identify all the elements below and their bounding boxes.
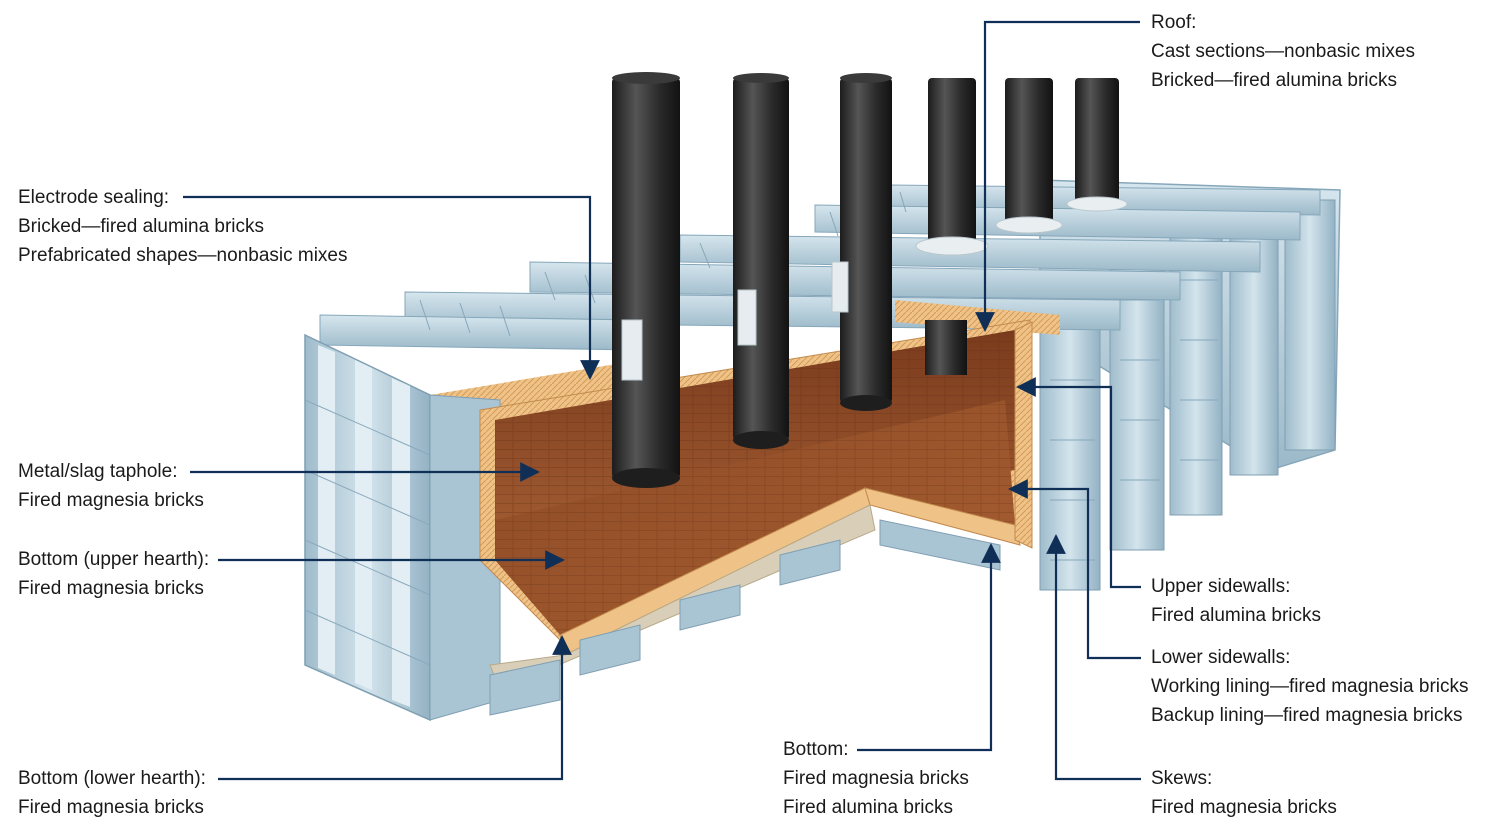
leader-upper-sidewalls	[1016, 377, 1141, 589]
callout-bottom-line-1: Fired magnesia bricks	[783, 768, 969, 789]
callout-lower-hearth: Bottom (lower hearth): Fired magnesia br…	[18, 764, 206, 822]
callout-lower-hearth-line-1: Fired magnesia bricks	[18, 797, 204, 818]
callout-electrode-sealing-title: Electrode sealing:	[18, 187, 170, 208]
callout-roof-line-2: Bricked—fired alumina bricks	[1151, 70, 1398, 91]
callout-lower-sidewalls-line-2: Backup lining—fired magnesia bricks	[1151, 705, 1463, 726]
leader-bottom	[857, 543, 1001, 752]
callout-upper-hearth-title: Bottom (upper hearth):	[18, 549, 210, 570]
callout-roof: Roof: Cast sections—nonbasic mixes Brick…	[1151, 8, 1415, 95]
callout-upper-sidewalls: Upper sidewalls: Fired alumina bricks	[1151, 572, 1321, 630]
callout-bottom-line-2: Fired alumina bricks	[783, 797, 953, 818]
callout-upper-hearth: Bottom (upper hearth): Fired magnesia br…	[18, 545, 209, 603]
callout-lower-sidewalls: Lower sidewalls: Working lining—fired ma…	[1151, 643, 1469, 730]
callout-bottom-title: Bottom:	[783, 739, 849, 760]
callout-upper-hearth-line-1: Fired magnesia bricks	[18, 578, 204, 599]
callout-electrode-sealing: Electrode sealing: Bricked—fired alumina…	[18, 183, 348, 270]
leader-electrode-sealing	[183, 195, 600, 380]
graphite-electrodes	[612, 72, 1128, 488]
leader-roof	[975, 20, 1140, 332]
callout-lower-sidewalls-line-1: Working lining—fired magnesia bricks	[1151, 676, 1469, 697]
callout-taphole: Metal/slag taphole: Fired magnesia brick…	[18, 457, 204, 515]
callout-roof-line-1: Cast sections—nonbasic mixes	[1151, 41, 1415, 62]
callout-upper-sidewalls-title: Upper sidewalls:	[1151, 576, 1291, 597]
leader-skews	[1046, 534, 1141, 781]
callout-bottom: Bottom: Fired magnesia bricks Fired alum…	[783, 735, 969, 822]
callout-lower-hearth-title: Bottom (lower hearth):	[18, 768, 206, 789]
leader-lines	[183, 20, 1141, 781]
callout-lower-sidewalls-title: Lower sidewalls:	[1151, 647, 1291, 668]
callout-skews: Skews: Fired magnesia bricks	[1151, 764, 1337, 822]
callout-electrode-sealing-line-2: Prefabricated shapes—nonbasic mixes	[18, 245, 348, 266]
leader-lower-sidewalls	[1008, 479, 1141, 660]
bottom-supports	[489, 519, 1001, 716]
callout-electrode-sealing-line-1: Bricked—fired alumina bricks	[18, 216, 265, 237]
callout-taphole-title: Metal/slag taphole:	[18, 461, 178, 482]
leader-lower-hearth	[218, 635, 572, 781]
callout-upper-sidewalls-line-1: Fired alumina bricks	[1151, 605, 1321, 626]
callout-skews-title: Skews:	[1151, 768, 1213, 789]
callout-skews-line-1: Fired magnesia bricks	[1151, 797, 1337, 818]
callout-roof-title: Roof:	[1151, 12, 1197, 33]
right-sidewall-cut	[1014, 321, 1033, 549]
callout-taphole-line-1: Fired magnesia bricks	[18, 490, 204, 511]
hearth-floor	[489, 400, 1021, 691]
